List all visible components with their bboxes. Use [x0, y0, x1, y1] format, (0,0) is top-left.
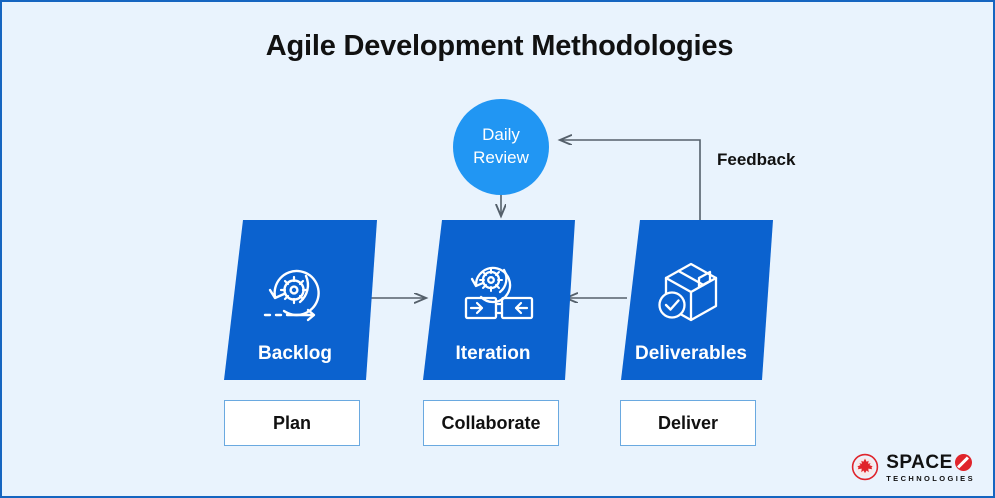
space-o-technologies-logo: SPACE TECHNOLOGIES — [851, 453, 975, 483]
daily-review-node[interactable]: Daily Review — [453, 99, 549, 195]
stage-label-deliverables: Deliverables — [635, 343, 747, 364]
package-check-icon — [658, 262, 718, 322]
page-title: Agile Development Methodologies — [265, 30, 734, 62]
daily-review-line1: Daily — [482, 125, 520, 144]
outcome-pill-plan[interactable]: Plan — [224, 400, 360, 446]
stage-backlog[interactable]: Backlog — [224, 220, 377, 380]
logo-text: SPACE TECHNOLOGIES — [886, 453, 975, 483]
stage-deliverables[interactable]: Deliverables — [621, 220, 773, 380]
gear-merge-arrows-icon — [464, 266, 534, 320]
outcome-pill-deliver[interactable]: Deliver — [620, 400, 756, 446]
outcome-pill-collaborate[interactable]: Collaborate — [423, 400, 559, 446]
logo-subtext: TECHNOLOGIES — [886, 473, 975, 483]
connector-feedback-loop — [560, 140, 701, 220]
maple-leaf-badge-icon — [851, 454, 879, 481]
daily-review-line2: Review — [473, 148, 529, 167]
stage-iteration[interactable]: Iteration — [423, 220, 575, 380]
logo-wordmark: SPACE — [886, 451, 953, 473]
stage-label-iteration: Iteration — [456, 343, 531, 364]
logo-o-mark — [954, 453, 972, 471]
feedback-connector-label: Feedback — [717, 150, 796, 169]
logo-main-text: SPACE — [886, 453, 975, 472]
gear-cycle-icon — [263, 269, 320, 322]
stage-label-backlog: Backlog — [258, 343, 332, 364]
